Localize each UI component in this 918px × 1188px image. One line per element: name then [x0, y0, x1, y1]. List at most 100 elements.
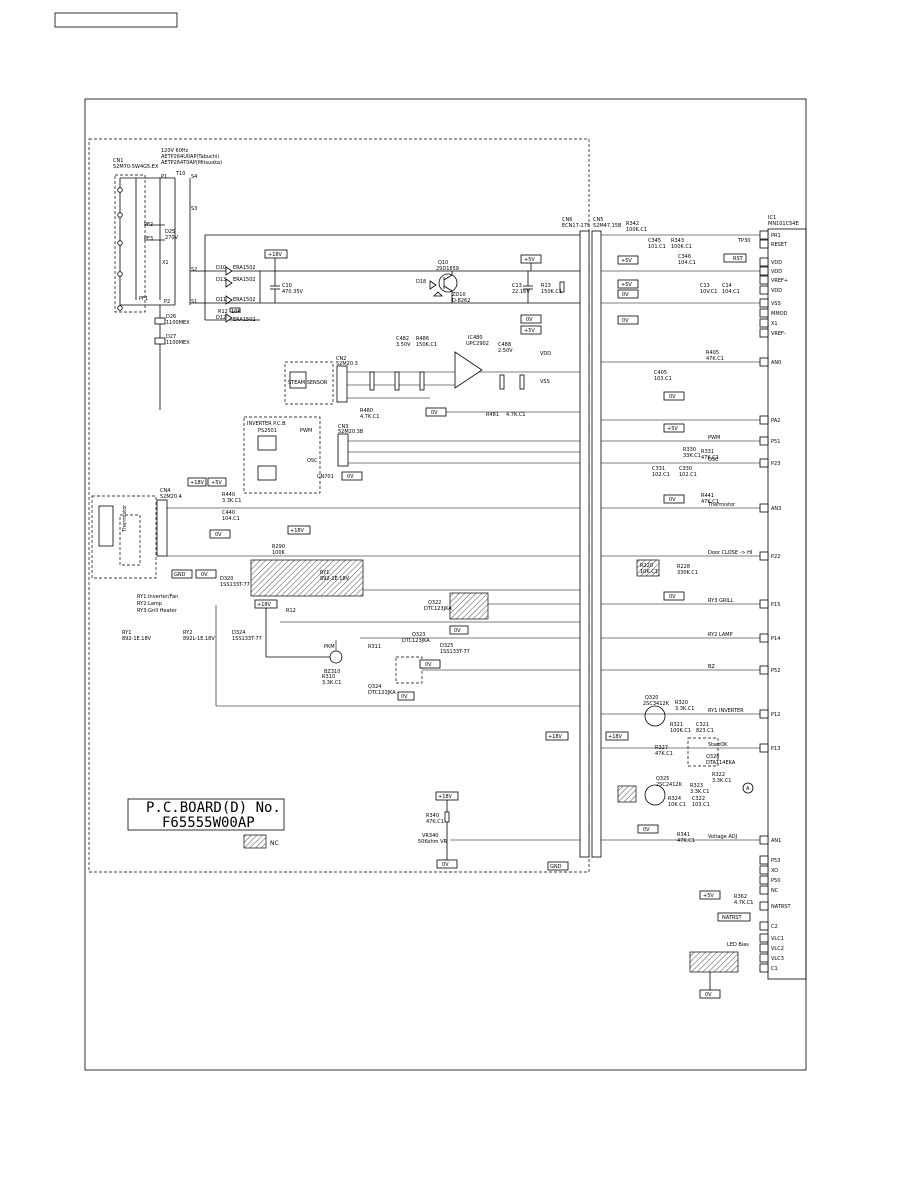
r481-value: 4.7K.C1	[506, 412, 526, 418]
c482-label: C482	[396, 336, 409, 342]
pwm-osc-circuit: +5V R330 33K.C1 R331 47K.C1 C331 102.C1 …	[652, 423, 719, 505]
q10-value: 2SD1859	[436, 266, 459, 272]
ic1-pin-mmod: MMOD	[771, 311, 788, 317]
ov-text-10: 0V	[622, 318, 629, 324]
p5v-text-6: +5V	[667, 426, 678, 432]
ov-text-2: 0V	[431, 410, 438, 416]
ry3-legend: RY3:Grill Heater	[137, 608, 178, 614]
rectifier-bridge: D10 D13 D11 D12 ERA1502 ERA1502 ERA1502 …	[190, 234, 580, 323]
c13-value: 22.16V	[512, 289, 530, 295]
rst-label: RST	[733, 256, 744, 262]
cn6-part: ECN17-175	[562, 223, 590, 229]
ic1-pin-pa2: PA2	[771, 418, 780, 424]
r441-value: 47K.C1	[701, 499, 719, 505]
ic1-pin-pr1: PR1	[771, 233, 781, 239]
r323-value: 3.3K.C1	[690, 789, 710, 795]
r343-label: R343	[671, 238, 684, 244]
relay-block: +18V R290 100K RY1 892-1E.18V D320 1SS13…	[122, 525, 580, 707]
c331-label: C331	[652, 466, 665, 472]
d25-label: D25	[165, 229, 175, 235]
r228-value: 330K.C1	[677, 570, 698, 576]
ic1-pin-an0: AN0	[771, 360, 781, 366]
ic1-pin-nrst: NATRST	[771, 904, 791, 910]
r440-label: R440	[222, 492, 235, 498]
ic1-pin-box	[759, 298, 769, 308]
q10-regulator: Q10 2SD1859 D18 ZD10 D-8262	[416, 260, 470, 304]
ic1-pin-box	[759, 633, 769, 643]
cn5-label: CN5	[593, 217, 603, 223]
ic1-pin-box	[759, 357, 769, 367]
era4: ERA1502	[233, 317, 256, 323]
ry2-small-value: 892L-1E.18V	[183, 636, 215, 642]
r320-label: R320	[675, 700, 688, 706]
plus18v-tag-1: +18V	[264, 249, 288, 271]
r340-value: 47K.C1	[426, 819, 444, 825]
d11-label: D11	[216, 297, 226, 303]
inverter-pcb: INVERTER P.C.B PS2501 PWM OSC CN3 52M20.…	[243, 416, 580, 494]
r331-value: 47K.C1	[701, 455, 719, 461]
ic1-pin-box	[759, 665, 769, 675]
ic1-pin-p12: P12	[771, 712, 780, 718]
ic1-pin-vlc3: VLC3	[771, 956, 784, 962]
r290-label: R290	[272, 544, 285, 550]
d26-d27: D26 1100MEX D27 1100MEX	[154, 305, 190, 410]
ry2-small-label: RY2	[183, 630, 192, 636]
r342-value: 100K.C1	[626, 227, 647, 233]
p5v-text-7: +5V	[703, 893, 714, 899]
c346-value: 104.C1	[678, 260, 696, 266]
supply-l1: 120V 60Hz	[161, 148, 189, 154]
r321-label: R321	[670, 722, 683, 728]
ic1-pin-an1: AN1	[771, 838, 781, 844]
p18v-text-7: +18V	[438, 794, 453, 800]
ic1-pin-box	[759, 328, 769, 338]
ry1b-value: 892-1E.18V	[320, 576, 350, 582]
d26-value: 1100MEX	[166, 320, 190, 326]
c488-label: C488	[498, 342, 511, 348]
signal-lamp: RY2 LAMP	[708, 632, 733, 638]
ic1-pin-p50: P50	[771, 878, 780, 884]
r13-label: R13	[541, 283, 551, 289]
inverter-box-label: INVERTER P.C.B	[247, 421, 286, 427]
signal-therm: Thermistor	[707, 502, 736, 508]
bz310-label: BZ310	[324, 669, 340, 675]
cn6-label: CN6	[562, 217, 572, 223]
vdd-text: VDD	[540, 351, 551, 357]
cn2-label: CN2	[336, 356, 346, 362]
r362-label: R362	[734, 894, 747, 900]
vss-text: VSS	[540, 379, 550, 385]
thermistor-block: Thermistor CN4 52M20.4 +18V +5V R440 3.3…	[91, 477, 580, 579]
osc-small: OSC	[307, 458, 318, 464]
q323-label: Q323	[412, 632, 425, 638]
c10-label: C10	[282, 283, 292, 289]
cn3-part: 52M20.3B	[338, 429, 364, 435]
d320-value: 1SS133T-77	[220, 582, 250, 588]
d324-value: 1SS133T-77	[232, 636, 262, 642]
d324-label: D324	[232, 630, 245, 636]
ic1-pin-box	[759, 503, 769, 513]
c13b-label: C13	[700, 283, 710, 289]
q322-label: Q322	[428, 600, 441, 606]
r480-value: 4.7K.C1	[360, 414, 380, 420]
r481-label: R481	[486, 412, 499, 418]
board-line1: P.C.BOARD(D) No.	[146, 800, 281, 816]
zd10-value: D-8262	[452, 298, 470, 304]
ov-text-9: 0V	[622, 292, 629, 298]
s4-label: S4	[191, 174, 197, 180]
ov-text-6: 0V	[401, 694, 408, 700]
q10-label: Q10	[438, 260, 448, 266]
transformer-t10: P1 P2 T10 S4 S3 S2 S1 X1 PF1 PF2 PF3 D25…	[120, 171, 197, 306]
ic1-pin-box	[759, 885, 769, 895]
supply-l3: AETP264T0AP(Mitsuoka)	[161, 160, 222, 166]
door-circuit: R220 10K.C1 R228 330K.C1 0V	[636, 559, 698, 601]
ic1-pin-p53: P53	[771, 858, 780, 864]
ic1-pin-x1: X1	[771, 321, 778, 327]
d320-label: D320	[220, 576, 233, 582]
c321-value: 823.C1	[696, 728, 714, 734]
era1: ERA1502	[233, 265, 256, 271]
ov-text-16: 0V	[705, 992, 712, 998]
ry1b-label: RY1	[320, 570, 329, 576]
c405-value: 103.C1	[654, 376, 672, 382]
r12-label: R12	[218, 309, 228, 315]
ic1-block: IC1 MN101C54E	[767, 215, 807, 980]
